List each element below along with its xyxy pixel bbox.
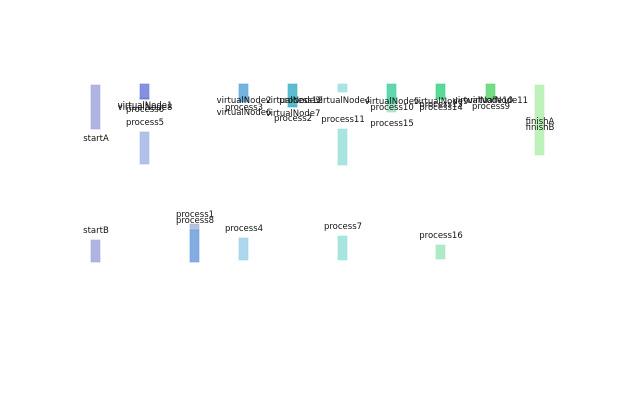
node-process8[interactable] — [189, 229, 200, 263]
node-label-process2: process2 — [274, 114, 312, 124]
node-label-virtualNode1: virtualNode1 — [118, 101, 173, 111]
node-startB[interactable] — [90, 239, 101, 263]
node-label-finishB: finishB — [526, 123, 555, 133]
node-process15[interactable] — [386, 103, 397, 113]
node-label-process15: process15 — [370, 119, 413, 129]
node-process4[interactable] — [238, 237, 249, 261]
node-process7[interactable] — [337, 235, 348, 261]
node-label-process9: process9 — [472, 102, 510, 112]
node-label-virtualNode9: virtualNode9 — [414, 97, 469, 107]
node-process9[interactable] — [485, 97, 496, 100]
node-virtualNode6[interactable] — [238, 97, 249, 103]
node-label-virtualNode5: virtualNode5 — [365, 97, 420, 107]
node-layer — [90, 83, 545, 263]
node-label-startB: startB — [83, 226, 109, 236]
node-label-process13: process13 — [419, 100, 462, 110]
node-label-process16: process16 — [419, 231, 462, 241]
node-label-process11: process11 — [321, 115, 364, 125]
node-process16[interactable] — [435, 244, 446, 260]
node-label-virtualNode7: virtualNode7 — [266, 109, 321, 119]
label-layer: startAstartBvirtualNode1virtualNode8proc… — [83, 96, 554, 241]
node-label-virtualNode10: virtualNode10 — [453, 96, 513, 106]
node-label-process10: process10 — [370, 103, 413, 113]
node-process6[interactable] — [139, 97, 150, 100]
node-label-process1: process1 — [176, 210, 214, 220]
node-virtualNode4[interactable] — [337, 83, 348, 93]
node-label-virtualNode2: virtualNode2 — [217, 96, 272, 106]
node-label-startA: startA — [83, 134, 109, 144]
node-label-virtualNode3: virtualNode3 — [266, 96, 321, 106]
node-finishB[interactable] — [534, 118, 545, 156]
node-startA[interactable] — [90, 84, 101, 130]
node-label-process7: process7 — [324, 222, 362, 232]
node-label-process6: process6 — [126, 105, 164, 115]
node-label-virtualNode4: virtualNode4 — [316, 96, 371, 106]
node-label-finishA: finishA — [526, 117, 555, 127]
node-virtualNode9[interactable] — [435, 83, 446, 99]
node-process2[interactable] — [287, 105, 298, 108]
node-label-process3: process3 — [225, 103, 263, 113]
node-process5[interactable] — [139, 131, 150, 165]
node-label-process14: process14 — [419, 103, 462, 113]
node-label-process4: process4 — [225, 224, 263, 234]
node-label-process5: process5 — [126, 118, 164, 128]
node-virtualNode1[interactable] — [139, 83, 150, 99]
node-label-virtualNode11: virtualNode11 — [468, 96, 528, 106]
node-label-process8: process8 — [176, 216, 214, 226]
node-label-virtualNode6: virtualNode6 — [217, 108, 272, 118]
node-virtualNode5[interactable] — [386, 83, 397, 99]
node-label-process12: process12 — [279, 96, 322, 106]
node-process14[interactable] — [435, 97, 446, 100]
node-label-virtualNode8: virtualNode8 — [118, 103, 173, 113]
node-finishA[interactable] — [534, 84, 545, 120]
node-process11[interactable] — [337, 128, 348, 166]
